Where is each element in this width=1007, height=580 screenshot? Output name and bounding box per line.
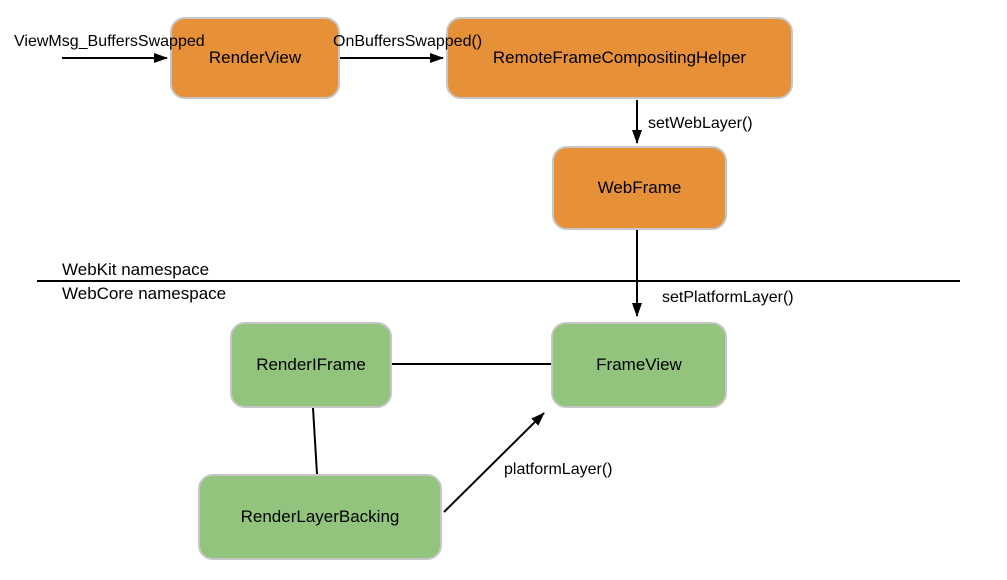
node-remote-frame-compositing-helper: RemoteFrameCompositingHelper <box>446 17 793 99</box>
node-web-frame: WebFrame <box>552 146 727 230</box>
edge-label-platformlayer: platformLayer() <box>504 461 613 478</box>
webcore-namespace-label: WebCore namespace <box>62 284 227 303</box>
node-render-layer-backing: RenderLayerBacking <box>198 474 442 560</box>
edge-label-setplatformlayer: setPlatformLayer() <box>662 289 794 306</box>
node-render-iframe: RenderIFrame <box>230 322 392 408</box>
node-frame-view-label: FrameView <box>596 354 682 374</box>
connector-renderiframe-renderlayerbacking <box>312 407 318 475</box>
webkit-namespace-label: WebKit namespace <box>62 260 210 279</box>
node-render-view-label: RenderView <box>208 47 302 67</box>
edge-label-setweblayer: setWebLayer() <box>648 115 753 132</box>
node-render-iframe-label: RenderIFrame <box>256 354 366 374</box>
node-render-view: RenderView <box>170 17 340 99</box>
node-remote-frame-compositing-helper-label: RemoteFrameCompositingHelper <box>492 47 747 67</box>
edge-label-onbuffersswapped: OnBuffersSwapped() <box>333 33 483 50</box>
node-web-frame-label: WebFrame <box>597 177 682 197</box>
edge-label-viewmsg-buffersswapped: ViewMsg_BuffersSwapped <box>14 33 205 50</box>
node-render-layer-backing-label: RenderLayerBacking <box>240 506 400 526</box>
node-frame-view: FrameView <box>551 322 727 408</box>
